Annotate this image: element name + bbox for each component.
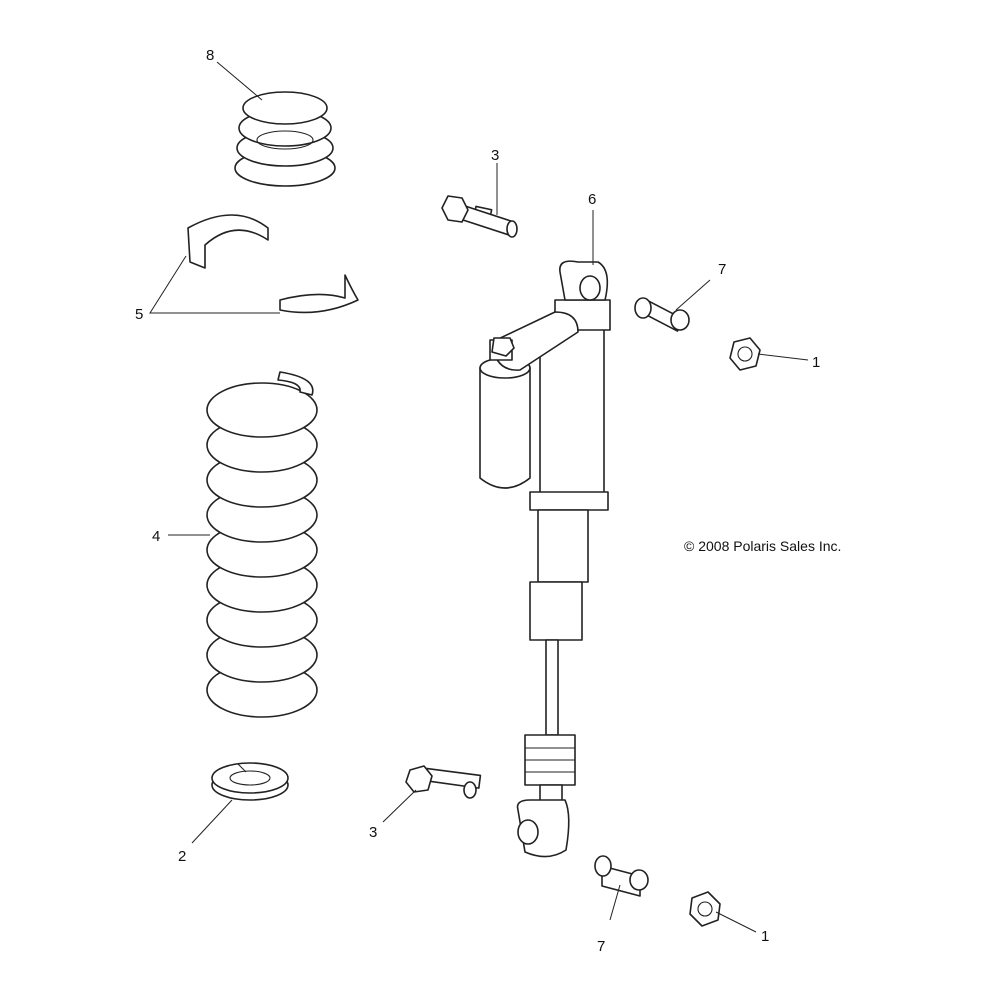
callout-tender-spring: 8 — [206, 47, 214, 64]
nut-upper — [729, 337, 761, 371]
bolt-upper — [441, 195, 518, 238]
bushing-upper — [634, 297, 690, 332]
callout-bushing-lower: 7 — [597, 938, 605, 955]
callout-shock-body: 6 — [588, 191, 596, 208]
copyright-notice: © 2008 Polaris Sales Inc. — [684, 538, 842, 554]
callout-nut-upper: 1 — [812, 354, 820, 371]
callout-bolt-lower: 3 — [369, 824, 377, 841]
bushing-lower — [594, 855, 649, 897]
callout-bolt-upper: 3 — [491, 147, 499, 164]
retainer-half-lower — [279, 274, 359, 314]
callout-spring-seat: 2 — [178, 848, 186, 865]
nut-lower — [689, 891, 721, 927]
spring-seat — [211, 762, 289, 801]
retainer-half-upper — [187, 214, 269, 269]
tender-spring — [234, 91, 336, 187]
callout-bushing-upper: 7 — [718, 261, 726, 278]
shock-absorber — [479, 260, 611, 858]
main-spring — [206, 371, 318, 718]
leader-lines — [149, 61, 809, 933]
callout-retainers: 5 — [135, 306, 143, 323]
callout-nut-lower: 1 — [761, 928, 769, 945]
callout-main-spring: 4 — [152, 528, 160, 545]
bolt-lower — [405, 765, 482, 799]
